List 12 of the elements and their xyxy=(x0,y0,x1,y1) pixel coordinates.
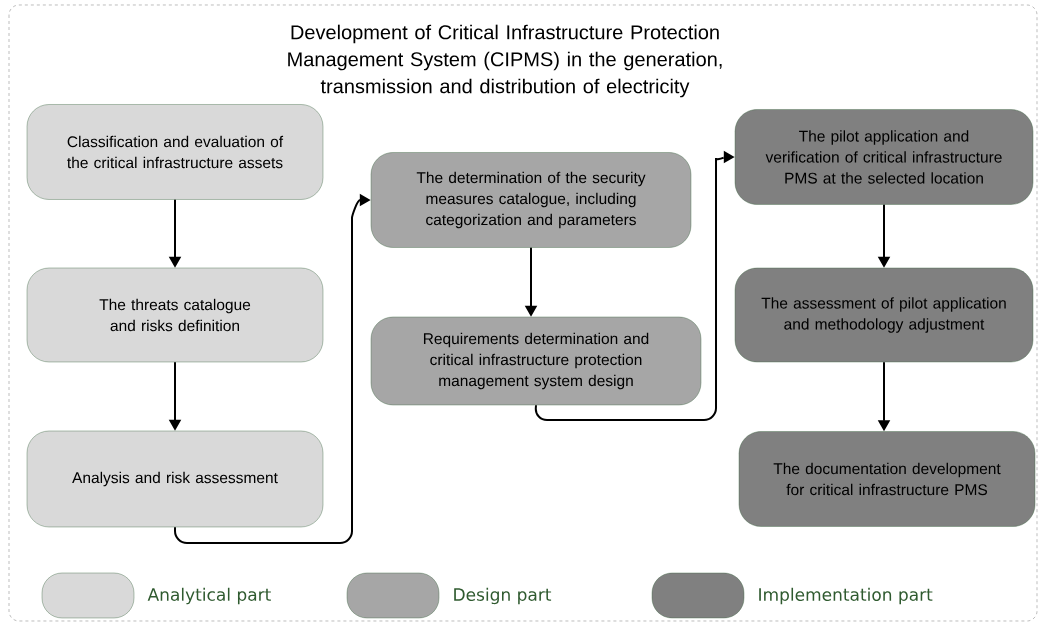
process-box: The documentation development for critical infrastructure PMS xyxy=(738,431,1036,527)
legend-label: Design part xyxy=(454,587,552,605)
process-box: Requirements determination and critical infrastructure protection management system design xyxy=(370,316,702,406)
legend-label: Analytical part xyxy=(147,587,271,605)
process-box: The determination of the security measures catalogue, including categorization and parameters xyxy=(370,152,692,248)
process-box: The pilot application and verification of critical infrastructure PMS at the selected location xyxy=(734,109,1034,205)
process-box: The assessment of pilot application and methodology adjustment xyxy=(734,267,1034,363)
legend-label: Implementation part xyxy=(759,587,933,605)
process-box: The threats catalogue and risks definition xyxy=(26,267,324,363)
title: Development of Critical Infrastructure Protection Management System (CIPMS) in the generation, transmission and distribution of electricity xyxy=(288,24,722,98)
process-box: Analysis and risk assessment xyxy=(26,430,324,528)
process-box: Classification and evaluation of the critical infrastructure assets xyxy=(26,104,324,200)
